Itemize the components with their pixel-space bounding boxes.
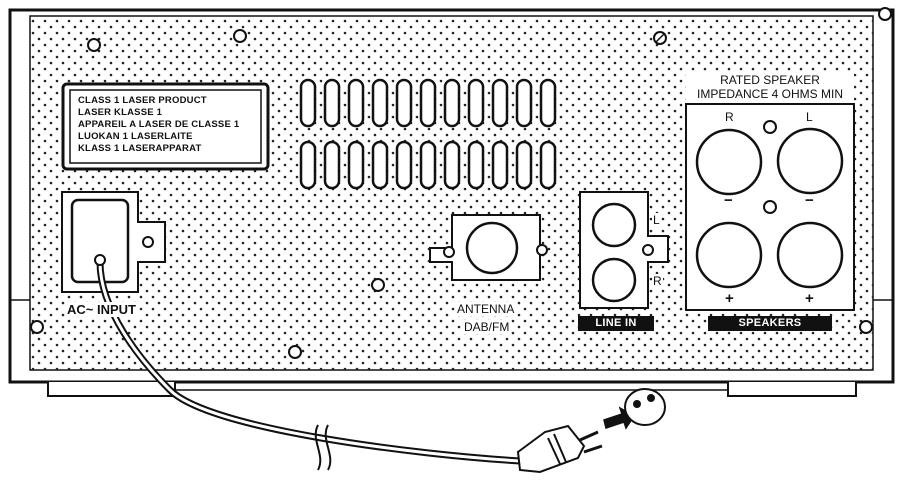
ac-input-label: AC~ INPUT (65, 302, 138, 317)
power-cord (94, 254, 521, 471)
line-in-jacks (579, 191, 669, 309)
wall-outlet-icon (624, 388, 666, 426)
laser-line: LASER KLASSE 1 (78, 107, 163, 118)
speaker-plus-r: + (725, 290, 734, 307)
speaker-plus-l: + (805, 290, 814, 307)
vent-slots (299, 78, 557, 190)
speaker-minus-r: − (724, 192, 733, 209)
laser-line: KLASS 1 LASERAPPARAT (78, 143, 202, 154)
line-in-badge: LINE IN (578, 316, 654, 331)
line-in-l-label: L (652, 213, 661, 227)
speaker-r-channel-label: R (724, 110, 735, 124)
speaker-l-channel-label: L (805, 110, 814, 124)
line-in-r-label: R (652, 274, 663, 288)
antenna-socket (429, 214, 548, 281)
laser-line: CLASS 1 LASER PRODUCT (78, 95, 207, 106)
plug-icon (516, 424, 603, 474)
antenna-label: ANTENNA (455, 302, 517, 316)
speaker-rating-line1: RATED SPEAKER (686, 73, 854, 87)
laser-warning-text: CLASS 1 LASER PRODUCT LASER KLASSE 1 APP… (78, 95, 239, 155)
speakers-badge: SPEAKERS (708, 316, 832, 331)
speaker-rating-line2: IMPEDANCE 4 OHMS MIN (686, 87, 854, 101)
antenna-band-label: DAB/FM (462, 320, 512, 334)
speaker-minus-l: − (805, 192, 814, 209)
laser-line: LUOKAN 1 LASERLAITE (78, 131, 193, 142)
ac-input-socket (61, 191, 166, 293)
speaker-terminals (685, 103, 855, 311)
laser-line: APPAREIL A LASER DE CLASSE 1 (78, 119, 240, 130)
